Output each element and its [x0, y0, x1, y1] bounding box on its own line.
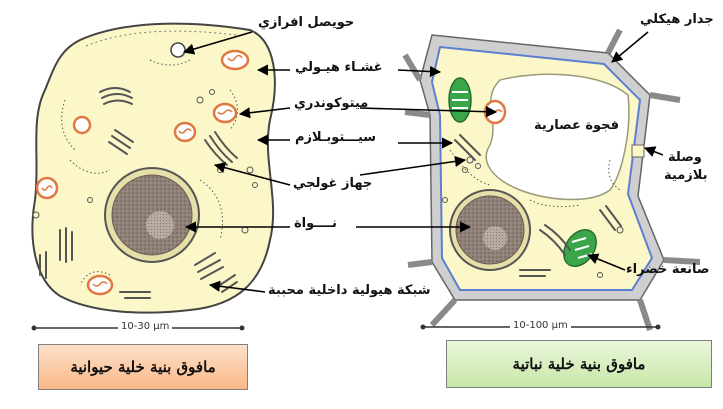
plant-cell-title: مافوق بنية خلية نباتية [446, 340, 712, 388]
plant-scale-label: 10-100 µm [510, 320, 571, 331]
label-nucleus: نــــواة [294, 216, 337, 231]
arrow-mitochondria-plant [359, 106, 498, 118]
label-chloroplast: صانعة خضراء [626, 262, 710, 277]
plant-cell-title-text: مافوق بنية خلية نباتية [512, 355, 646, 373]
label-er: شبكة هيولية داخلية محببة [268, 283, 431, 298]
label-cell-wall: جدار هيكلي [640, 12, 714, 27]
arrow-mitochondria [238, 107, 291, 119]
arrow-er [208, 280, 266, 293]
label-cytoplasm: سيـــتوبـلازم [295, 130, 377, 145]
arrow-plasmodesma [643, 146, 664, 157]
animal-cell-title: مافوق بنية خلية حيوانية [38, 344, 248, 390]
arrow-golgi [213, 162, 291, 186]
arrow-cell-wall [611, 31, 649, 63]
label-plasmodesma-1: وصلة [668, 150, 702, 165]
label-golgi: جهاز غولجي [293, 176, 373, 191]
label-membrane: غشـاء هيـولي [295, 60, 383, 75]
arrow-membrane-plant [397, 65, 442, 78]
label-mitochondria: ميتوكوندري [294, 96, 369, 111]
animal-nucleolus [146, 211, 174, 239]
arrow-vesicle [182, 31, 253, 55]
label-plasmodesma-2: بلازمية [664, 168, 708, 183]
vacuole [485, 73, 630, 201]
label-vesicle: حويصل افرازي [258, 15, 355, 30]
secretory-vesicle-icon [170, 42, 186, 58]
animal-scale-label: 10-30 µm [118, 321, 173, 332]
plasmodesma [631, 144, 645, 158]
arrow-golgi-plant [359, 155, 467, 176]
animal-cell-title-text: مافوق بنية خلية حيوانية [70, 358, 216, 376]
animal-golgi [39, 87, 238, 299]
arrow-chloroplast [586, 253, 626, 271]
label-vacuole: فجوة عصارية [534, 118, 620, 133]
